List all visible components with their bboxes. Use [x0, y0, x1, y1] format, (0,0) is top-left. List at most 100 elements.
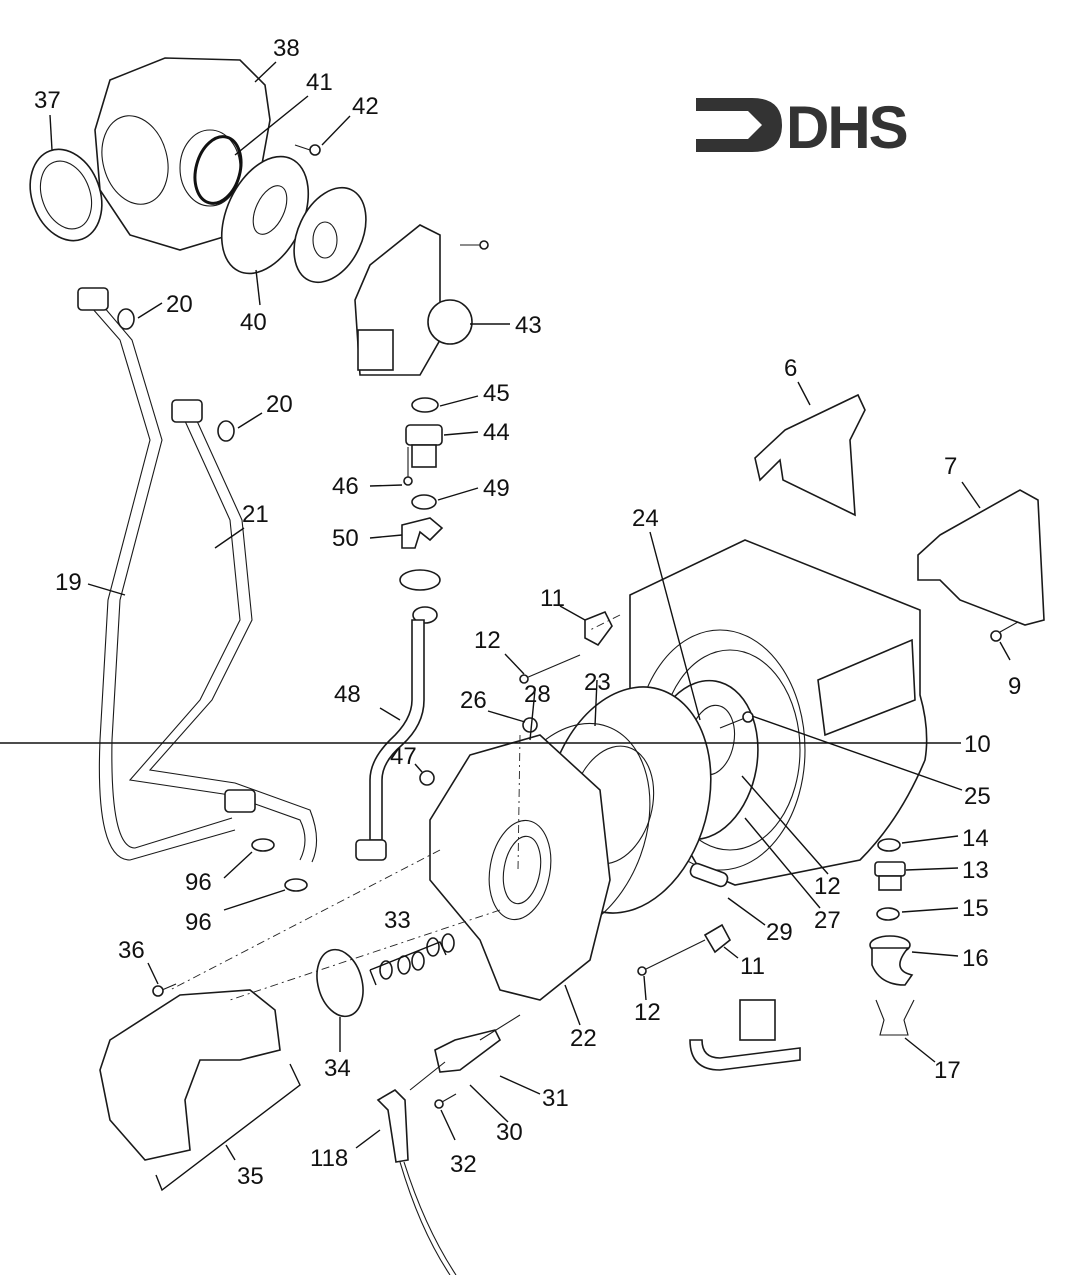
- part-32-screw: [434, 1093, 457, 1109]
- part-36-screw: [152, 983, 177, 997]
- part-label: 9: [1008, 673, 1021, 700]
- part-26-nut: [522, 717, 538, 733]
- part-label: 46: [332, 473, 359, 500]
- part-label: 12: [474, 627, 501, 654]
- part-label: 13: [962, 857, 989, 884]
- part-label: 28: [524, 681, 551, 708]
- part-label: 17: [934, 1057, 961, 1084]
- part-20-washer-b: [217, 420, 235, 442]
- part-34-gasket: [316, 948, 364, 1018]
- part-33-seal-set: [379, 933, 455, 980]
- part-label: 20: [266, 391, 293, 418]
- part-label: 118: [310, 1145, 348, 1172]
- part-label: 15: [962, 895, 989, 922]
- part-label: 96: [185, 909, 212, 936]
- part-44-flange: [405, 424, 443, 468]
- arrow-bracket-logo-icon: [696, 98, 782, 152]
- part-25-screw: [719, 711, 754, 729]
- part-label: 32: [450, 1151, 477, 1178]
- part-label: 7: [944, 453, 957, 480]
- part-label: 27: [814, 907, 841, 934]
- part-label: 6: [784, 355, 797, 382]
- part-49-o-ring: [411, 494, 437, 510]
- part-31-electrode: [409, 1014, 521, 1091]
- part-label: 26: [460, 687, 487, 714]
- part-12-stud-c: [637, 939, 706, 976]
- part-14-o-ring: [877, 838, 901, 852]
- part-96-seal-a: [251, 838, 275, 852]
- part-label: 19: [55, 569, 82, 596]
- part-label: 49: [483, 475, 510, 502]
- part-19-pipe: [77, 287, 236, 861]
- part-label: 37: [34, 87, 61, 114]
- part-label: 31: [542, 1085, 569, 1112]
- part-11-clip-a: [584, 610, 613, 647]
- part-label: 23: [584, 669, 611, 696]
- part-inlet-plate: [293, 186, 367, 284]
- part-label: 38: [273, 35, 300, 62]
- part-label: 41: [306, 69, 333, 96]
- part-43-gas-valve: [354, 224, 489, 376]
- part-label: 11: [540, 585, 565, 612]
- part-label: 16: [962, 945, 989, 972]
- leader-lines: [0, 61, 1011, 1161]
- part-37-fan-gasket: [29, 148, 103, 242]
- part-29-sight-glass: [689, 862, 729, 888]
- part-label: 50: [332, 525, 359, 552]
- part-11-clip-b: [703, 923, 732, 954]
- part-label: 44: [483, 419, 510, 446]
- part-46-screw: [403, 447, 413, 486]
- part-label: 29: [766, 919, 793, 946]
- part-50-clip: [401, 517, 444, 549]
- part-9-screw: [990, 621, 1019, 642]
- part-ignition-lead-connector: [689, 999, 801, 1071]
- part-label: 43: [515, 312, 542, 339]
- part-label: 22: [570, 1025, 597, 1052]
- part-16-condensate-elbow: [869, 935, 914, 986]
- part-label: 34: [324, 1055, 351, 1082]
- part-42-screw: [294, 144, 321, 156]
- part-20-washer-a: [117, 308, 135, 330]
- part-label: 47: [390, 743, 417, 770]
- part-label: 21: [242, 501, 269, 528]
- part-labels: 38 37 41 42 40 43 20 20 45 44 46 49 50 6…: [34, 35, 1021, 1190]
- part-label: 11: [740, 953, 765, 980]
- part-label: 42: [352, 93, 379, 120]
- part-label: 30: [496, 1119, 523, 1146]
- part-label: 33: [384, 907, 411, 934]
- part-48-gas-pipe: [355, 569, 441, 861]
- part-label: 96: [185, 869, 212, 896]
- part-label: 35: [237, 1163, 264, 1190]
- part-7-bracket: [917, 489, 1045, 626]
- assembly-lines: [169, 614, 621, 1001]
- part-label: 36: [118, 937, 145, 964]
- part-label: 40: [240, 309, 267, 336]
- part-6-bracket: [754, 393, 866, 517]
- part-13-connector: [874, 861, 906, 891]
- part-21-pipe: [128, 399, 318, 863]
- part-45-o-ring: [411, 397, 439, 413]
- part-35-manifold: [99, 989, 281, 1161]
- part-label: 45: [483, 380, 510, 407]
- part-label: 12: [634, 999, 661, 1026]
- part-label: 24: [632, 505, 659, 532]
- part-label: 12: [814, 873, 841, 900]
- part-17-spring-clip: [875, 999, 915, 1036]
- part-label: 14: [962, 825, 989, 852]
- part-41-o-ring: [193, 135, 243, 205]
- part-15-o-ring: [876, 907, 900, 921]
- part-label: 20: [166, 291, 193, 318]
- logo-text: DHS: [786, 94, 907, 161]
- part-12-stud-a: [519, 654, 581, 684]
- part-label: 10: [964, 731, 991, 758]
- bracket-33: [369, 941, 447, 986]
- part-96-seal-b: [284, 878, 308, 892]
- part-118-ignition-lead: [376, 1088, 457, 1275]
- part-22-burner-door: [429, 734, 611, 1001]
- part-47-nut: [419, 770, 435, 786]
- bracket-35: [155, 1063, 301, 1192]
- part-label: 25: [964, 783, 991, 810]
- dhs-logo: DHS: [696, 94, 909, 161]
- part-label: 48: [334, 681, 361, 708]
